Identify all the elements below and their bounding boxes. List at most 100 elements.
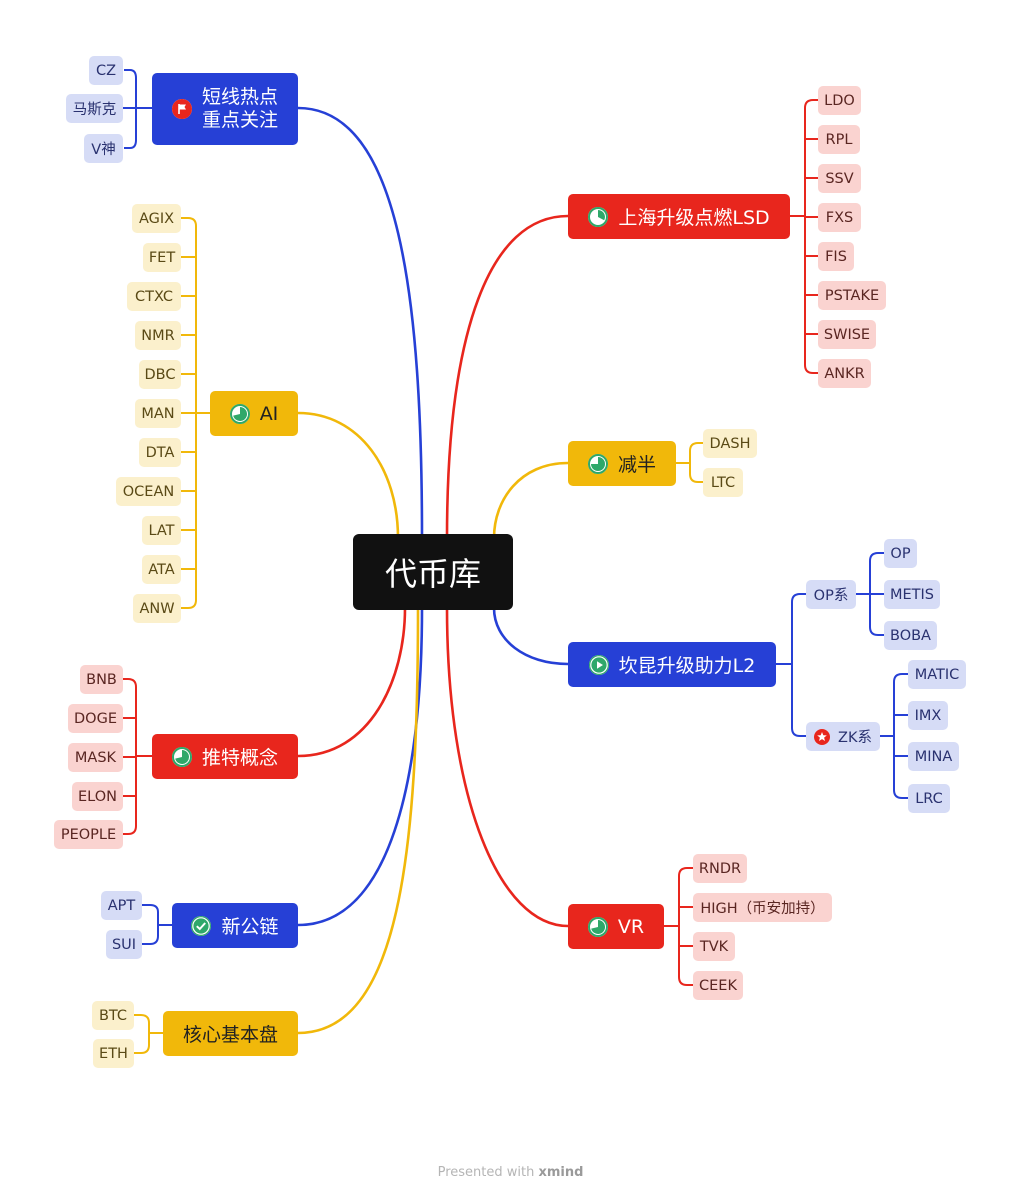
leaf-newchain-1[interactable]: SUI: [106, 930, 142, 959]
leaf-ai-3[interactable]: NMR: [135, 321, 181, 350]
leaf-lsd-6[interactable]: SWISE: [818, 320, 876, 349]
leaf-core-0[interactable]: BTC: [92, 1001, 134, 1030]
leaf-label: IMX: [914, 707, 942, 724]
leaf-label: MASK: [74, 749, 117, 766]
leaf-ai-5[interactable]: MAN: [135, 399, 181, 428]
topic-newchain[interactable]: 新公链: [172, 903, 298, 948]
leaf-hot-2[interactable]: V神: [84, 134, 123, 163]
leaf-vr-3[interactable]: CEEK: [693, 971, 743, 1000]
progress-pie-icon: [229, 403, 250, 424]
leaf-zk-0[interactable]: MATIC: [908, 660, 966, 689]
leaf-twitter-1[interactable]: DOGE: [68, 704, 123, 733]
leaf-label: NMR: [141, 327, 175, 344]
leaf-label: MAN: [141, 405, 175, 422]
leaf-vr-0[interactable]: RNDR: [693, 854, 747, 883]
leaf-ai-1[interactable]: FET: [143, 243, 181, 272]
leaf-twitter-3[interactable]: ELON: [72, 782, 123, 811]
leaf-label: APT: [107, 897, 136, 914]
leaf-halving-0[interactable]: DASH: [703, 429, 757, 458]
subtopic-zk-label: ZK系: [838, 730, 872, 746]
subtopic-op[interactable]: OP系: [806, 580, 856, 609]
link-root-cancun: [492, 606, 570, 666]
root-topic[interactable]: 代币库: [353, 534, 513, 610]
subtopic-zk[interactable]: ZK系: [806, 722, 880, 751]
link-root-twitter: [296, 606, 407, 758]
leaf-label: HIGH（币安加持）: [700, 901, 825, 917]
leaf-ai-4[interactable]: DBC: [139, 360, 181, 389]
topic-ai[interactable]: AI: [210, 391, 298, 436]
leaf-label: OCEAN: [122, 483, 175, 500]
topic-vr[interactable]: VR: [568, 904, 664, 949]
topic-hot-label: 短线热点 重点关注: [202, 86, 278, 132]
leaf-lsd-7[interactable]: ANKR: [818, 359, 871, 388]
leaf-ai-6[interactable]: DTA: [139, 438, 181, 467]
leaf-label: LTC: [710, 474, 736, 491]
leaf-twitter-2[interactable]: MASK: [68, 743, 123, 772]
topic-lsd[interactable]: 上海升级点燃LSD: [568, 194, 790, 239]
leaf-op-0[interactable]: OP: [884, 539, 917, 568]
topic-halving[interactable]: 减半: [568, 441, 676, 486]
footer-brand: xmind: [538, 1165, 584, 1180]
leaf-label: DBC: [144, 366, 176, 383]
leaf-label: ANW: [139, 600, 175, 617]
leaf-core-1[interactable]: ETH: [93, 1039, 134, 1068]
topic-cancun[interactable]: 坎昆升级助力L2: [568, 642, 776, 687]
leaf-label: BNB: [86, 671, 117, 688]
progress-pie-icon: [171, 746, 192, 767]
leaf-twitter-0[interactable]: BNB: [80, 665, 123, 694]
leaf-label: SWISE: [823, 326, 871, 343]
star-icon: [814, 728, 831, 745]
topic-newchain-label: 新公链: [221, 916, 279, 938]
leaf-label: LAT: [148, 522, 175, 539]
leaf-label: ATA: [148, 561, 175, 578]
leaf-ai-2[interactable]: CTXC: [127, 282, 181, 311]
leaf-label: LRC: [915, 790, 943, 807]
leaf-zk-2[interactable]: MINA: [908, 742, 959, 771]
root-topic-label: 代币库: [384, 555, 481, 593]
leaf-newchain-0[interactable]: APT: [101, 891, 142, 920]
topic-lsd-label: 上海升级点燃LSD: [618, 207, 770, 229]
leaf-label: PSTAKE: [824, 287, 880, 304]
progress-pie-icon: [587, 916, 608, 937]
topic-hot[interactable]: 短线热点 重点关注: [152, 73, 298, 145]
link-root-vr: [445, 606, 570, 928]
footer-prefix: Presented with: [437, 1165, 539, 1180]
leaf-label: PEOPLE: [60, 826, 117, 843]
leaf-hot-0[interactable]: CZ: [89, 56, 123, 85]
leaf-zk-1[interactable]: IMX: [908, 701, 948, 730]
progress-pie-icon: [587, 453, 608, 474]
leaf-vr-1[interactable]: HIGH（币安加持）: [693, 893, 832, 922]
leaf-lsd-1[interactable]: RPL: [818, 125, 860, 154]
topic-halving-label: 减半: [617, 454, 656, 476]
leaf-ai-7[interactable]: OCEAN: [116, 477, 181, 506]
leaf-ai-8[interactable]: LAT: [142, 516, 181, 545]
leaf-lsd-4[interactable]: FIS: [818, 242, 854, 271]
leaf-op-1[interactable]: METIS: [884, 580, 940, 609]
topic-vr-label: VR: [617, 915, 645, 938]
leaf-label: RNDR: [698, 860, 742, 877]
leaf-vr-2[interactable]: TVK: [693, 932, 735, 961]
leaf-ai-0[interactable]: AGIX: [132, 204, 181, 233]
leaf-label: MATIC: [914, 666, 960, 683]
leaf-label: ELON: [78, 788, 117, 805]
footer-credit: Presented with xmind: [0, 1165, 1021, 1180]
topic-core[interactable]: 核心基本盘: [163, 1011, 298, 1056]
leaf-label: CZ: [95, 62, 117, 79]
leaf-hot-1[interactable]: 马斯克: [66, 94, 123, 123]
leaf-label: TVK: [699, 938, 729, 955]
leaf-halving-1[interactable]: LTC: [703, 468, 743, 497]
leaf-label: OP: [890, 545, 911, 562]
link-root-core: [296, 606, 420, 1035]
leaf-zk-3[interactable]: LRC: [908, 784, 950, 813]
leaf-twitter-4[interactable]: PEOPLE: [54, 820, 123, 849]
leaf-lsd-0[interactable]: LDO: [818, 86, 861, 115]
leaf-lsd-3[interactable]: FXS: [818, 203, 861, 232]
leaf-lsd-5[interactable]: PSTAKE: [818, 281, 886, 310]
leaf-op-2[interactable]: BOBA: [884, 621, 937, 650]
leaf-lsd-2[interactable]: SSV: [818, 164, 861, 193]
topic-core-label: 核心基本盘: [182, 1024, 278, 1046]
leaf-ai-10[interactable]: ANW: [133, 594, 181, 623]
link-root-halving: [492, 461, 570, 540]
topic-twitter[interactable]: 推特概念: [152, 734, 298, 779]
leaf-ai-9[interactable]: ATA: [142, 555, 181, 584]
